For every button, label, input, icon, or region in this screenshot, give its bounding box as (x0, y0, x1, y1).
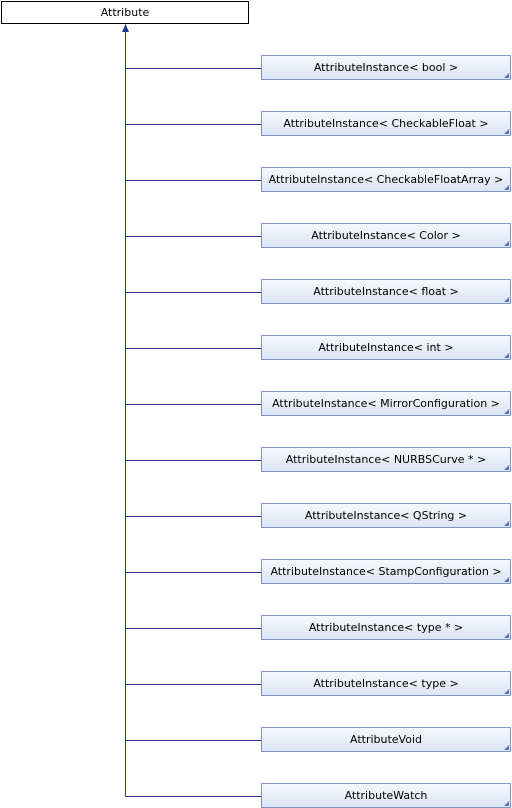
derived-class-node[interactable]: AttributeWatch (261, 783, 511, 808)
derived-class-label: AttributeInstance< type * > (308, 621, 464, 634)
derived-class-label: AttributeInstance< StampConfiguration > (270, 565, 502, 578)
derived-class-node[interactable]: AttributeInstance< Color > (261, 223, 511, 248)
derived-class-node[interactable]: AttributeInstance< CheckableFloatArray > (261, 167, 511, 192)
derived-class-label: AttributeInstance< Color > (311, 229, 461, 242)
derived-class-label: AttributeInstance< float > (313, 285, 459, 298)
base-class-node[interactable]: Attribute (1, 1, 249, 24)
derived-class-label: AttributeVoid (349, 733, 422, 746)
derived-class-node[interactable]: AttributeInstance< type * > (261, 615, 511, 640)
derived-class-label: AttributeInstance< QString > (304, 509, 468, 522)
derived-class-node[interactable]: AttributeInstance< bool > (261, 55, 511, 80)
inheritance-arrowhead (122, 24, 129, 32)
derived-class-label: AttributeInstance< NURBSCurve * > (285, 453, 487, 466)
derived-class-node[interactable]: AttributeInstance< NURBSCurve * > (261, 447, 511, 472)
derived-class-label: AttributeInstance< MirrorConfiguration > (272, 397, 500, 410)
derived-class-label: AttributeWatch (344, 789, 428, 802)
derived-class-label: AttributeInstance< CheckableFloat > (283, 117, 489, 130)
derived-class-node[interactable]: AttributeInstance< CheckableFloat > (261, 111, 511, 136)
derived-class-node[interactable]: AttributeInstance< float > (261, 279, 511, 304)
derived-class-node[interactable]: AttributeInstance< type > (261, 671, 511, 696)
derived-class-node[interactable]: AttributeInstance< int > (261, 335, 511, 360)
derived-class-node[interactable]: AttributeInstance< QString > (261, 503, 511, 528)
derived-class-label: AttributeInstance< type > (313, 677, 459, 690)
derived-class-label: AttributeInstance< CheckableFloatArray > (268, 173, 504, 186)
derived-class-node[interactable]: AttributeInstance< StampConfiguration > (261, 559, 511, 584)
base-class-label: Attribute (100, 6, 150, 19)
derived-class-node[interactable]: AttributeInstance< MirrorConfiguration > (261, 391, 511, 416)
derived-class-label: AttributeInstance< bool > (313, 61, 459, 74)
derived-class-label: AttributeInstance< int > (318, 341, 454, 354)
derived-class-node[interactable]: AttributeVoid (261, 727, 511, 752)
